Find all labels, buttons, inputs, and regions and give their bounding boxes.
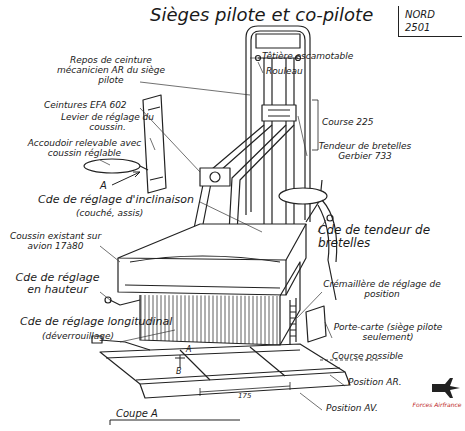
part-label: 175 (238, 393, 251, 401)
part-label: Crémaillère de réglage de position (322, 280, 442, 300)
part-label: Accoudoir relevable avec coussin réglabl… (22, 139, 147, 159)
watermark-icon (432, 378, 460, 398)
part-label: Têtière escamotable (262, 52, 353, 62)
part-label: Repos de ceinture mécanicien AR du siège… (46, 56, 176, 86)
part-label: Levier de réglage du coussin. (60, 113, 155, 133)
part-label: Rouleau (266, 67, 303, 77)
part-label: (couché, assis) (76, 209, 143, 219)
part-label: Cde de réglage longitudinal (20, 316, 172, 328)
part-label: A (100, 180, 107, 191)
part-label: Cde de réglage d'inclinaison (38, 194, 194, 206)
model-box: NORD 2501 (398, 6, 462, 37)
part-label: Porte-carte (siège pilote seulement) (328, 323, 448, 343)
part-label: Cde de réglage en hauteur (10, 272, 105, 296)
part-label: A (186, 346, 191, 355)
part-label: Position AV. (326, 404, 378, 414)
part-label: B (176, 368, 182, 377)
part-label: Course possible (332, 352, 403, 362)
part-label: Cde de tendeur de bretelles (318, 224, 448, 250)
diagram-title: Sièges pilote et co-pilote (150, 5, 373, 25)
part-label: Coupe A (116, 408, 158, 419)
part-label: Tendeur de bretelles Gerbier 733 (310, 142, 420, 162)
part-label: Coussin existant sur avion 17à80 (8, 232, 103, 252)
part-label: Course 225 (322, 118, 373, 128)
watermark: Forces Airfrance (412, 402, 462, 409)
model-number: NORD 2501 (405, 8, 456, 34)
part-label: (déverrouillage) (42, 332, 114, 342)
part-label: Ceintures EFA 602 (44, 101, 127, 111)
part-label: Position AR. (348, 378, 402, 388)
